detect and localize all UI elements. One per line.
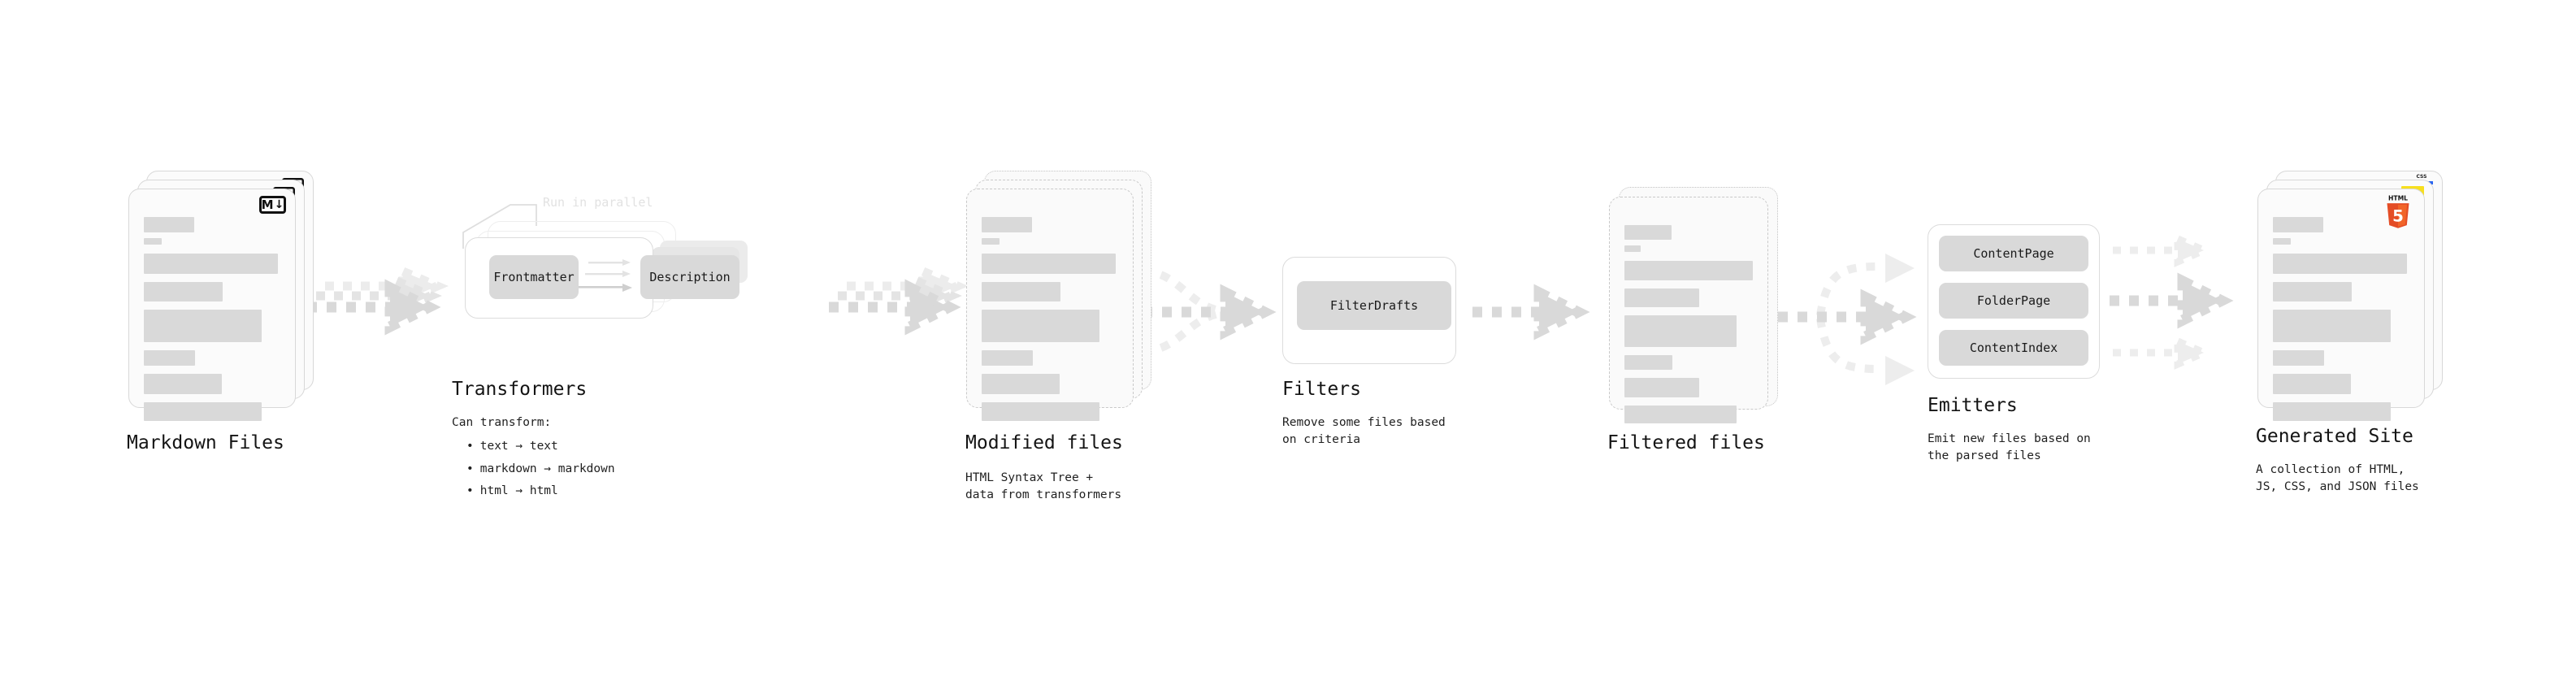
subcaption-emitters: Emit new files based on the parsed files	[1928, 432, 2091, 463]
transformer-chip-frontmatter[interactable]: Frontmatter	[489, 255, 579, 299]
skeleton-bar	[982, 402, 1099, 421]
modified-card-front	[966, 189, 1134, 421]
list-item: text → text	[466, 436, 615, 458]
skeleton-bar	[144, 310, 262, 342]
arrow-filters-to-filtered	[1472, 284, 1602, 345]
transformer-capability-list: text → text markdown → markdown html → h…	[455, 436, 615, 503]
skeleton-bar	[144, 402, 262, 421]
subcaption-generated-site: A collection of HTML, JS, CSS, and JSON …	[2256, 463, 2419, 494]
skeleton-bar	[1624, 261, 1753, 280]
skeleton-bar	[144, 238, 162, 245]
skeleton-bar	[1624, 315, 1737, 347]
document-skeleton	[144, 217, 284, 427]
subcaption-modified-files: HTML Syntax Tree + data from transformer…	[965, 471, 1122, 502]
document-skeleton	[1624, 225, 1756, 429]
skeleton-bar	[982, 374, 1060, 394]
skeleton-bar	[2273, 402, 2391, 421]
list-item: markdown → markdown	[466, 458, 615, 481]
css-badge-label: CSS	[2416, 174, 2427, 180]
transformer-chip-description[interactable]: Description	[640, 255, 739, 299]
skeleton-bar	[1624, 355, 1672, 370]
skeleton-bar	[144, 374, 222, 394]
filter-chip-filterdrafts[interactable]: FilterDrafts	[1297, 281, 1451, 330]
arrow-modified-to-filters	[1141, 257, 1295, 379]
caption-transformers: Transformers	[452, 379, 588, 400]
skeleton-bar	[982, 238, 1000, 245]
skeleton-bar	[1624, 378, 1699, 397]
skeleton-bar	[2273, 350, 2324, 366]
skeleton-bar	[982, 217, 1032, 232]
run-in-parallel-leader	[462, 204, 537, 249]
emitter-chip-folderpage[interactable]: FolderPage	[1939, 283, 2088, 319]
skeleton-bar	[1624, 225, 1672, 240]
filtered-card-front	[1609, 197, 1768, 423]
skeleton-bar	[982, 282, 1060, 301]
html5-icon: HTML 5	[2383, 193, 2413, 229]
skeleton-bar	[982, 350, 1033, 366]
arrow-transformers-to-modified	[829, 264, 991, 358]
caption-markdown-files: Markdown Files	[127, 432, 284, 453]
subcaption-transformers: Can transform:	[452, 416, 552, 429]
caption-modified-files: Modified files	[965, 432, 1123, 453]
skeleton-bar	[2273, 282, 2352, 301]
emitter-chip-contentindex[interactable]: ContentIndex	[1939, 330, 2088, 366]
run-in-parallel-label: Run in parallel	[543, 195, 653, 210]
skeleton-bar	[144, 282, 223, 301]
skeleton-bar	[982, 254, 1116, 274]
list-item: html → html	[466, 480, 615, 503]
markdown-badge-arrow: ↓	[274, 198, 284, 211]
skeleton-bar	[1624, 406, 1737, 423]
skeleton-bar	[2273, 238, 2291, 245]
skeleton-bar	[2273, 217, 2323, 232]
arrow-markdown-to-transformers	[307, 264, 470, 358]
skeleton-bar	[144, 217, 194, 232]
transformer-inner-arrows	[577, 259, 632, 292]
subcaption-filters: Remove some files based on criteria	[1282, 416, 1446, 447]
markdown-badge-m: M	[261, 197, 274, 212]
skeleton-bar	[144, 350, 195, 366]
markdown-card-front: M↓	[128, 189, 296, 421]
document-skeleton	[2273, 217, 2413, 427]
document-skeleton	[982, 217, 1121, 427]
caption-generated-site: Generated Site	[2256, 426, 2413, 447]
skeleton-bar	[1624, 245, 1641, 252]
arrow-filtered-to-emitters	[1778, 241, 1932, 403]
caption-filters: Filters	[1282, 379, 1361, 400]
markdown-icon: M↓	[259, 196, 286, 214]
skeleton-bar	[2273, 310, 2391, 342]
skeleton-bar	[1624, 288, 1699, 307]
caption-filtered-files: Filtered files	[1607, 432, 1765, 453]
skeleton-bar	[2273, 254, 2407, 274]
generated-card-html: HTML 5	[2257, 189, 2425, 421]
skeleton-bar	[2273, 374, 2351, 394]
skeleton-bar	[982, 310, 1099, 342]
svg-text:5: 5	[2392, 207, 2404, 226]
arrow-emitters-to-site	[2110, 233, 2264, 400]
emitter-chip-contentpage[interactable]: ContentPage	[1939, 236, 2088, 271]
caption-emitters: Emitters	[1928, 395, 2018, 416]
skeleton-bar	[144, 254, 278, 274]
svg-text:HTML: HTML	[2388, 195, 2408, 202]
